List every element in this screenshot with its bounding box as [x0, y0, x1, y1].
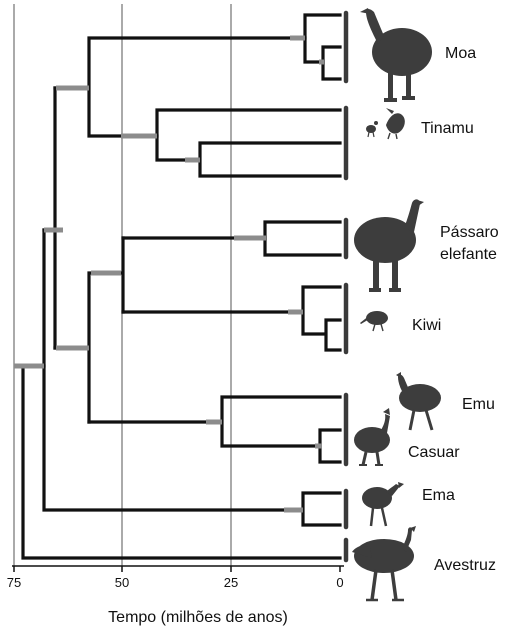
- branch-moa-tinamu: [55, 38, 305, 136]
- tick-label-50: 50: [115, 575, 129, 590]
- tick-label-25: 25: [224, 575, 238, 590]
- label-tinamu: Tinamu: [421, 120, 474, 137]
- rhea-silhouette-icon: [362, 482, 404, 526]
- tinamou-silhouette-icon: [366, 108, 405, 139]
- cassowary-silhouette-icon: [354, 408, 390, 465]
- label-emu: Emu: [462, 396, 495, 413]
- branch-moa: [305, 15, 340, 79]
- axis-title: Tempo (milhões de anos): [108, 609, 288, 626]
- branch-mid-crown: [55, 238, 123, 422]
- tree-branches: [23, 15, 340, 558]
- label-casuar: Casuar: [408, 444, 460, 461]
- kiwi-silhouette-icon: [360, 311, 388, 331]
- label-ema: Ema: [422, 487, 455, 504]
- label-passaro-line1: Pássaro: [440, 224, 499, 241]
- tick-label-0: 0: [336, 575, 343, 590]
- moa-silhouette-icon: [360, 8, 432, 102]
- label-avestruz: Avestruz: [434, 557, 496, 574]
- label-moa: Moa: [445, 45, 476, 62]
- branch-crown: [44, 88, 55, 348]
- tick-label-75: 75: [7, 575, 21, 590]
- branch-root-split: [23, 366, 340, 558]
- elephant-bird-silhouette-icon: [354, 199, 424, 292]
- ostrich-silhouette-icon: [352, 526, 416, 600]
- taxon-labels: Moa Tinamu Pássaro elefante Kiwi Emu Cas…: [408, 45, 499, 574]
- emu-silhouette-icon: [396, 372, 441, 430]
- label-passaro-line2: elefante: [440, 246, 497, 263]
- branch-emu-casuar: [89, 397, 340, 462]
- branch-tinamu: [157, 110, 340, 176]
- bird-silhouettes: [352, 8, 441, 600]
- label-kiwi: Kiwi: [412, 317, 441, 334]
- time-axis: 75 50 25 0 Tempo (milhões de anos): [7, 566, 344, 626]
